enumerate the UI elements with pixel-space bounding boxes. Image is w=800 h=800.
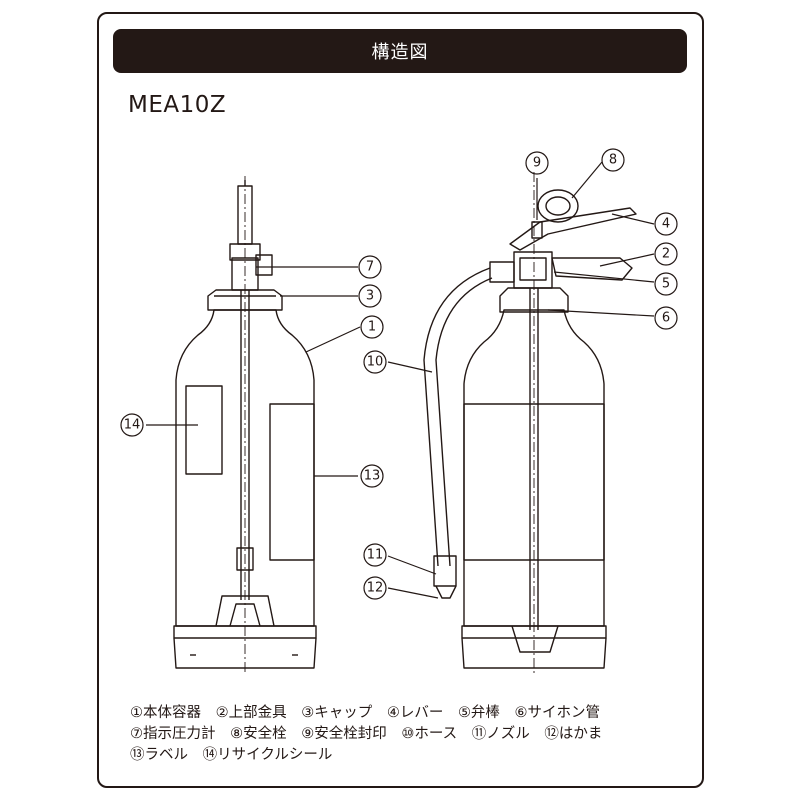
right-extinguisher <box>423 172 637 674</box>
callout-8: 8 <box>609 153 617 168</box>
legend-item: ①本体容器 <box>130 705 201 721</box>
left-extinguisher <box>173 176 317 674</box>
callout-13: 13 <box>364 469 381 484</box>
legend-item: ⑬ラベル <box>130 747 188 763</box>
callout-12: 12 <box>367 581 384 596</box>
page-title: 構造図 <box>371 42 429 63</box>
callout-3: 3 <box>366 289 374 304</box>
legend-item: ②上部金具 <box>215 705 287 721</box>
model-label: MEA10Z <box>128 92 227 118</box>
callout-2: 2 <box>662 247 670 262</box>
callout-14: 14 <box>124 418 141 433</box>
callout-10: 10 <box>367 355 384 370</box>
callout-11: 11 <box>367 548 384 563</box>
callout-5: 5 <box>662 277 670 292</box>
callout-1: 1 <box>368 320 376 335</box>
callout-4: 4 <box>662 217 670 232</box>
legend-row: ①本体容器 ②上部金具 ③キャップ ④レバー ⑤弁棒 ⑥サイホン管 <box>130 703 690 724</box>
callout-6: 6 <box>662 311 670 326</box>
legend-item: ⑭リサイクルシール <box>202 747 333 763</box>
legend-item: ⑨安全栓封印 <box>301 726 387 742</box>
legend-item: ⑦指示圧力計 <box>130 726 216 742</box>
legend-item: ⑪ノズル <box>471 726 530 742</box>
legend-row: ⑬ラベル ⑭リサイクルシール <box>130 745 690 766</box>
callout-9: 9 <box>533 156 541 171</box>
diagram-frame <box>97 12 704 788</box>
legend-item: ④レバー <box>386 705 444 721</box>
legend-item: ⑫はかま <box>544 726 603 742</box>
legend-item: ③キャップ <box>301 705 373 721</box>
legend-item: ⑩ホース <box>401 726 458 742</box>
title-bar: 構造図 <box>113 29 687 73</box>
legend-row: ⑦指示圧力計 ⑧安全栓 ⑨安全栓封印 ⑩ホース ⑪ノズル ⑫はかま <box>130 724 690 745</box>
callout-7: 7 <box>366 260 374 275</box>
legend-item: ⑥サイホン管 <box>514 705 601 721</box>
parts-legend: ①本体容器 ②上部金具 ③キャップ ④レバー ⑤弁棒 ⑥サイホン管 ⑦指示圧力計… <box>130 703 690 766</box>
legend-item: ⑧安全栓 <box>230 726 287 742</box>
legend-item: ⑤弁棒 <box>457 705 500 721</box>
